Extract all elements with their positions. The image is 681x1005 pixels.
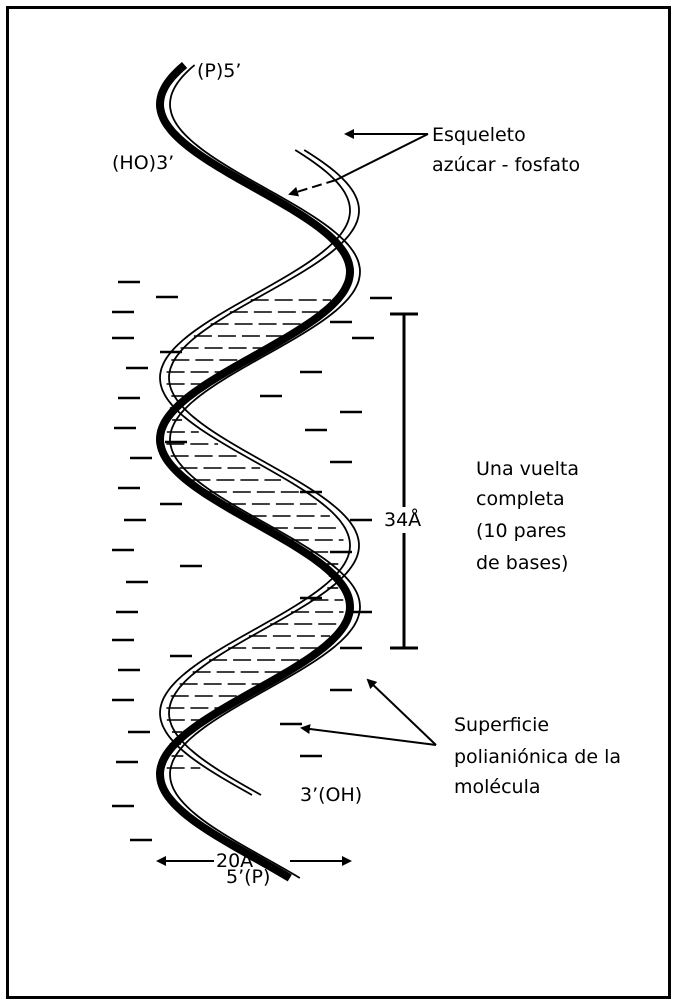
surface-pointer-arrows <box>302 680 436 745</box>
diameter-label: 20Å <box>216 848 253 874</box>
turn-label-line2: completa <box>476 486 565 512</box>
base-pair-rungs <box>166 300 343 768</box>
turn-label-line1: Una vuelta <box>476 456 579 482</box>
backbone-label-line1: Esqueleto <box>432 122 526 148</box>
surface-label-line1: Superficie <box>454 712 549 738</box>
phosphate-charge-dashes <box>112 282 392 840</box>
strand-b-edge <box>169 150 359 795</box>
surface-label-line3: molécula <box>454 774 541 800</box>
strand-top-5prime-label: (P)5’ <box>197 58 241 84</box>
turn-label-line3: (10 pares <box>476 518 566 544</box>
helix-strands <box>160 65 360 878</box>
strand-bottom-3prime-label: 3’(OH) <box>300 782 362 808</box>
backbone-pointer-arrows <box>290 134 428 194</box>
pitch-label: 34Å <box>382 507 423 533</box>
turn-scale-bar <box>390 314 418 648</box>
surface-label-line2: polianiónica de la <box>454 744 621 770</box>
turn-label-line4: de bases) <box>476 550 568 576</box>
backbone-label-line2: azúcar - fosfato <box>432 152 580 178</box>
strand-top-3prime-label: (HO)3’ <box>112 150 174 176</box>
